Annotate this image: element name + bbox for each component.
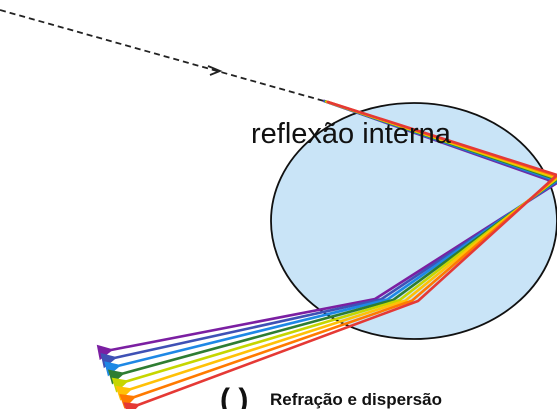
internal-reflection-label: reflexão interna — [251, 118, 452, 150]
incoming-white-light-ray — [0, 10, 324, 101]
bottom-caption-text: Refração e dispersão — [270, 390, 442, 409]
incoming-ray-group — [0, 10, 324, 101]
bottom-caption-prefix: ( ) — [220, 383, 248, 409]
